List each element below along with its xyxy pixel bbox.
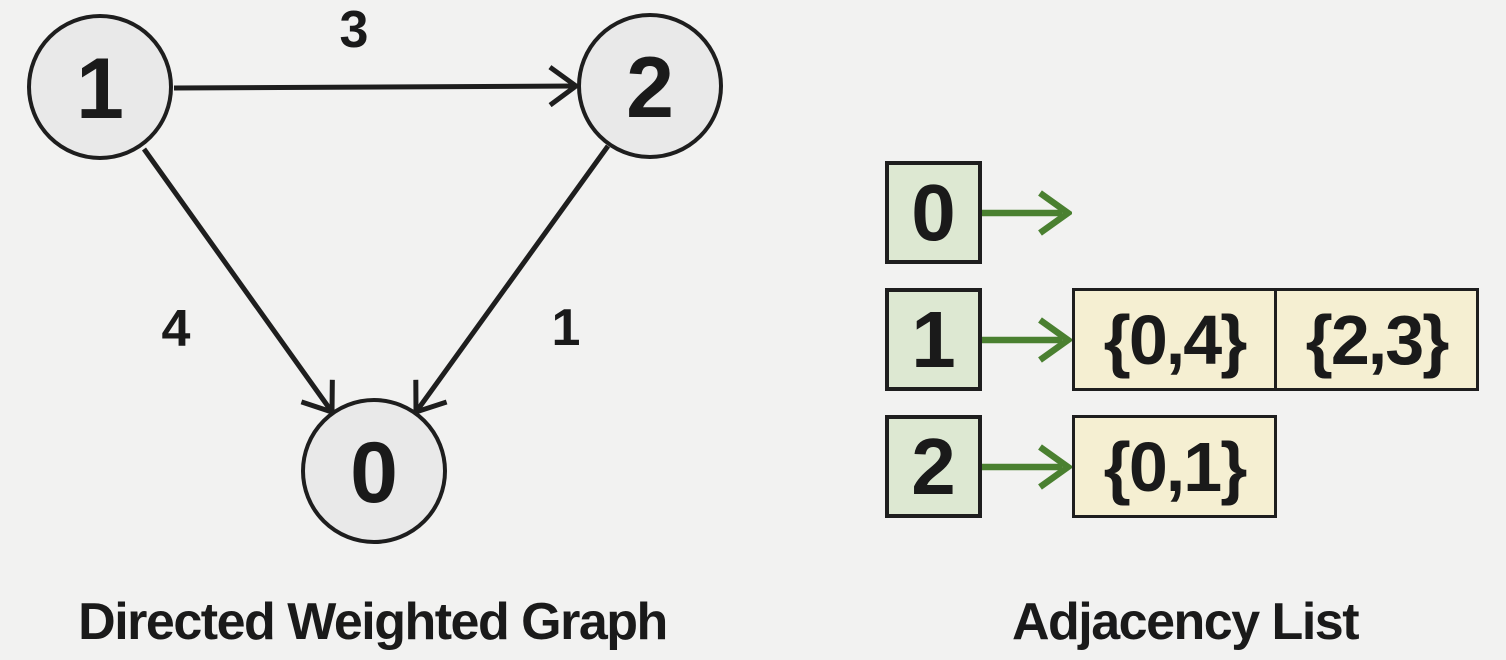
graph-node-1 — [27, 14, 173, 160]
adjacency-row-0: 0 — [885, 161, 1479, 264]
edge-weight-1-0: 4 — [162, 300, 191, 358]
node-label-2: 2 — [626, 40, 674, 136]
edge-weight-1-2: 3 — [340, 1, 369, 59]
edge-1-to-2 — [173, 86, 576, 88]
green-arrow-icon — [982, 443, 1072, 490]
graph-node-0 — [301, 398, 447, 544]
node-label-1: 1 — [76, 41, 124, 137]
adjacency-item-box: {0,1} — [1072, 415, 1277, 518]
node-box-1: 1 — [885, 288, 982, 391]
adjacency-row-1: 1 {0,4} {2,3} — [885, 288, 1479, 391]
node-box-2: 2 — [885, 415, 982, 518]
graph-caption: Directed Weighted Graph — [78, 593, 668, 651]
adjacency-item-box: {2,3} — [1274, 288, 1479, 391]
green-arrow-icon — [982, 189, 1072, 236]
adjacency-caption: Adjacency List — [1011, 593, 1360, 651]
adjacency-list-panel: 0 1 {0,4} {2,3} 2 {0,1} — [885, 161, 1479, 518]
node-box-0: 0 — [885, 161, 982, 264]
graph-diagram: 3 4 1 1 2 0 — [27, 1, 723, 544]
edge-2-to-0 — [416, 144, 611, 412]
green-arrow-icon — [982, 316, 1072, 363]
node-label-0: 0 — [350, 425, 398, 521]
adjacency-item-box: {0,4} — [1072, 288, 1277, 391]
directed-graph-panel: 3 4 1 1 2 0 Directed Weighted Graph — [27, 1, 723, 651]
adjacency-row-2: 2 {0,1} — [885, 415, 1479, 518]
edge-1-to-0 — [141, 147, 332, 412]
edge-weight-2-0: 1 — [552, 299, 581, 357]
graph-node-2 — [577, 13, 723, 159]
